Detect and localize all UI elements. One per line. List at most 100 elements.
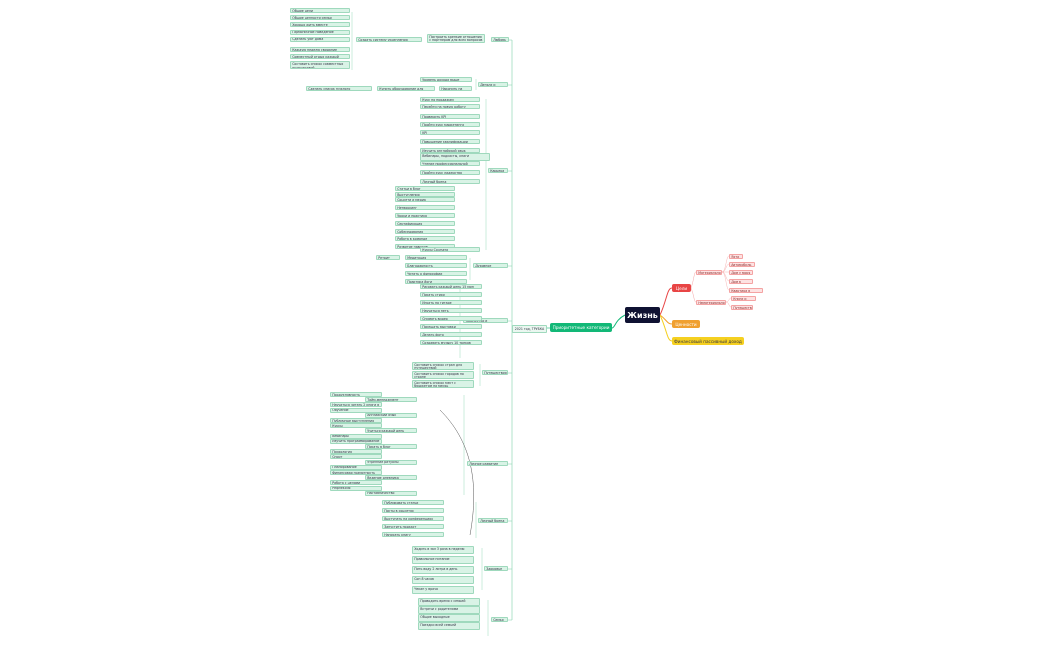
love-item-1[interactable]: Общие ценности семьи [290, 15, 350, 21]
section-love[interactable]: Любовь [491, 37, 509, 42]
finance-item-list[interactable]: Сделать список нужного оборудования [306, 86, 372, 91]
finance-item-equipment[interactable]: Купить оборудование для хобби [377, 86, 435, 91]
brand-item-3[interactable]: Запустить подкаст [382, 524, 444, 529]
career-item-15[interactable]: Уроки и практика [395, 213, 455, 218]
growth-item-15[interactable]: Финансовая грамотность [330, 470, 382, 475]
brand-item-2[interactable]: Выступать на конференциях [382, 516, 444, 521]
growth-item-5[interactable]: Публичные выступления [330, 418, 382, 423]
growth-item-11[interactable]: Психология [330, 449, 382, 455]
finance-passive-node[interactable]: Финансовый пассивный доход [672, 337, 744, 345]
growth-item-3[interactable]: Обучение [330, 407, 382, 413]
growth-item-13[interactable]: Утренние ритуалы [365, 459, 417, 465]
immaterial-goals-node[interactable]: Нематериальное [696, 300, 726, 305]
career-item-5[interactable]: Повышение квалификации [420, 139, 480, 144]
health-item-2[interactable]: Пить воду 2 литра в день [412, 566, 474, 574]
career-item-8[interactable]: Чтение профессиональной литературы [420, 161, 480, 166]
section-family[interactable]: Семья [491, 617, 508, 622]
love-item-5[interactable]: Каждую неделю свидание [290, 47, 350, 52]
creativity-item-3[interactable]: Научиться петь [420, 308, 482, 313]
spiritual-item-1[interactable]: Благодарность [405, 263, 467, 268]
values-node[interactable]: Ценности [672, 320, 700, 328]
growth-item-7[interactable]: Учиться каждый день [365, 428, 417, 434]
creativity-item-6[interactable]: Делать фото [420, 332, 482, 337]
goal-yacht[interactable]: Яхта [729, 254, 743, 259]
career-item-11[interactable]: Статьи в блог [395, 186, 455, 191]
love-item-3[interactable]: Гармоничное поведение [290, 29, 350, 35]
goal-books[interactable]: Книги и курсы [731, 296, 756, 301]
finance-item-income[interactable]: Уровень дохода выше [420, 77, 472, 82]
travel-item-2[interactable]: Составить список мест с бюджетом на меся… [412, 380, 474, 388]
growth-item-14[interactable]: Планирование [330, 464, 382, 470]
brand-item-4[interactable]: Написать книгу [382, 532, 444, 537]
career-item-17[interactable]: Собеседования [395, 229, 455, 234]
spiritual-item-0[interactable]: Медитация [405, 255, 467, 260]
creativity-item-2[interactable]: Играть на гитаре [420, 300, 482, 305]
growth-item-2[interactable]: Научиться читать 2 книги в неделю [330, 402, 382, 408]
creativity-item-5[interactable]: Посещать выставки [420, 324, 482, 329]
finance-item-repair[interactable]: Накопить на ремонт [439, 86, 472, 91]
section-finance[interactable]: Деньги и финансы [478, 82, 508, 87]
career-item-1[interactable]: Перейти на новую работу [420, 104, 480, 109]
goal-mountain-house[interactable]: Дом в горах [729, 279, 753, 284]
family-item-1[interactable]: Встречи с родителями [418, 606, 480, 614]
spiritual-item-2[interactable]: Читать о философии [405, 271, 467, 276]
growth-item-12[interactable]: Спорт [330, 454, 382, 460]
creativity-item-1[interactable]: Писать стихи [420, 292, 482, 297]
career-item-10[interactable]: Личный бренд [420, 179, 480, 184]
love-item-2[interactable]: Хорошо жить вместе [290, 22, 350, 28]
goal-car[interactable]: Автомобиль мечты [729, 262, 755, 267]
health-item-1[interactable]: Правильное питание [412, 556, 474, 564]
year-node[interactable]: 2021 год, ТРУБКА [512, 325, 547, 333]
creativity-item-7[interactable]: Создавать музыку 10 треков [420, 340, 482, 345]
health-item-3[interactable]: Сон 8 часов [412, 576, 474, 584]
love-item-0[interactable]: Общие цели [290, 8, 350, 13]
career-item-14[interactable]: Нетворкинг [395, 205, 455, 210]
growth-item-19[interactable]: Наставничество [365, 490, 417, 496]
career-item-16[interactable]: Сертификация [395, 221, 455, 226]
love-item-7[interactable]: Составить список совместных путешествий [290, 61, 350, 70]
career-item-2[interactable]: Проверить KPI [420, 114, 480, 119]
career-item-6[interactable]: Изучить английский язык [420, 148, 480, 153]
travel-item-0[interactable]: Составить список стран для путешествий [412, 362, 474, 370]
career-item-3[interactable]: Пройти курс маркетинга [420, 122, 480, 127]
growth-item-8[interactable]: Вебинары [330, 433, 382, 439]
love-item-6[interactable]: Совместный отдых каждый месяц [290, 54, 350, 60]
love-system[interactable]: Создать систему укрепления отношений [356, 37, 422, 42]
growth-item-18[interactable]: Рефлексия [330, 485, 382, 491]
section-health[interactable]: Здоровье [484, 566, 508, 571]
creativity-item-4[interactable]: Снимать видео [420, 316, 482, 321]
section-growth[interactable]: Личное развитие [467, 461, 508, 466]
goal-sea-house[interactable]: Дом у моря [729, 270, 753, 275]
growth-item-0[interactable]: Продуктивность [330, 392, 382, 397]
brand-item-0[interactable]: Публиковать статьи [382, 500, 444, 505]
creativity-item-0[interactable]: Рисовать каждый день 15 мин [420, 284, 482, 289]
section-brand[interactable]: Личный бренд [478, 518, 508, 523]
career-item-7[interactable]: Вебинары, подкасты, книги [420, 153, 490, 161]
career-item-20[interactable]: Курсы Coursera [420, 247, 480, 252]
growth-item-10[interactable]: Писать в блог [365, 444, 417, 449]
family-item-2[interactable]: Общие выходные [418, 614, 480, 622]
career-item-13[interactable]: Соцсети и медиа [395, 197, 455, 202]
spiritual-retreat[interactable]: Ретрит [376, 255, 400, 260]
love-sub[interactable]: Построить крепкие отношения с партнером … [427, 34, 485, 43]
goal-travel[interactable]: Путешествия [731, 305, 753, 310]
career-item-18[interactable]: Работа в команде [395, 236, 455, 241]
career-item-9[interactable]: Пройти курс лидерства [420, 170, 480, 175]
career-item-4[interactable]: KPI [420, 130, 480, 135]
brand-item-1[interactable]: Посты в соцсетях [382, 508, 444, 513]
health-item-4[interactable]: Чекап у врача [412, 586, 474, 594]
goals-node[interactable]: Цели [672, 284, 691, 292]
growth-item-17[interactable]: Работа с целями [330, 480, 382, 486]
goal-flat[interactable]: Квартира в столице [729, 288, 763, 293]
family-item-3[interactable]: Поездки всей семьей [418, 622, 480, 630]
health-item-0[interactable]: Ходить в зал 3 раза в неделю [412, 546, 474, 554]
growth-item-4[interactable]: Английский язык [365, 412, 417, 418]
growth-item-9[interactable]: Изучить программирование [330, 438, 382, 444]
root-node[interactable]: Жизнь [625, 307, 660, 323]
priority-categories-node[interactable]: Приоритетные категории [550, 323, 612, 332]
love-item-4[interactable]: Сделать уют дома [290, 36, 350, 42]
section-spiritual[interactable]: Духовное развитие [473, 263, 508, 268]
family-item-0[interactable]: Проводить время с семьей [418, 598, 480, 606]
career-item-0[interactable]: Курс по продажам [420, 97, 480, 102]
spiritual-item-3[interactable]: Практика йоги [405, 279, 467, 284]
